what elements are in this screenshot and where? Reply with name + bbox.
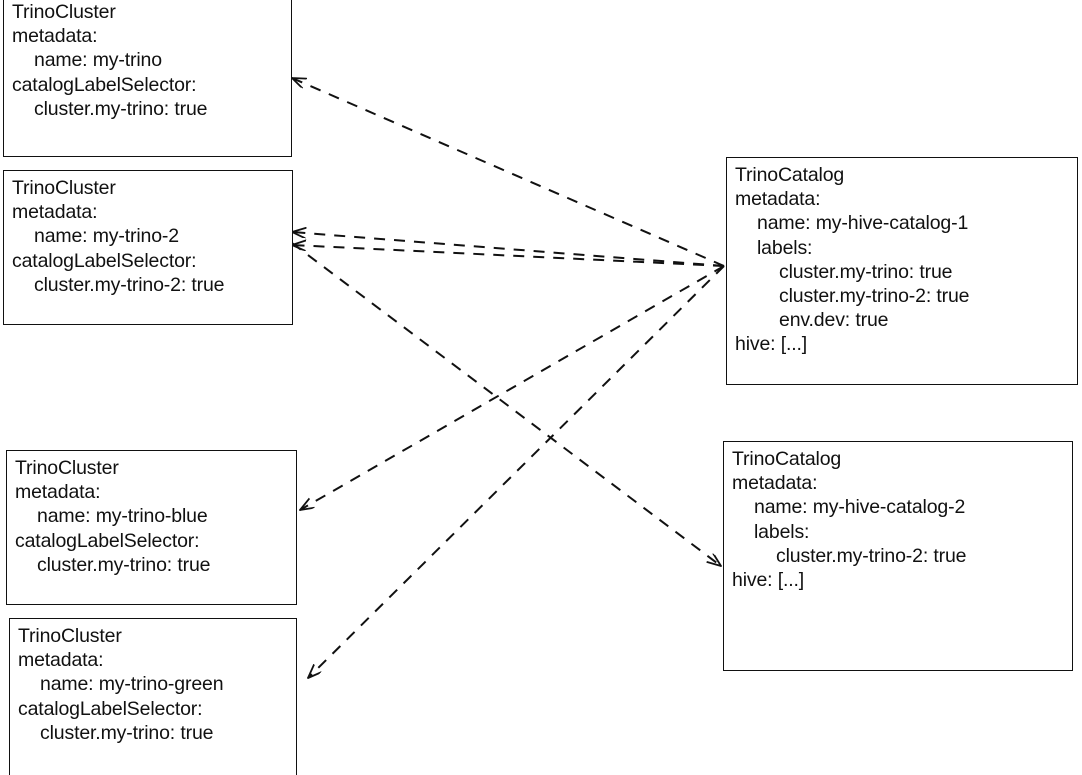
node-cluster-my-trino[interactable]: TrinoCluster metadata: name: my-trino ca… — [3, 0, 292, 157]
node-line: catalogLabelSelector: — [18, 697, 203, 720]
node-line: metadata: — [18, 649, 104, 672]
edge-catalog1-to-cluster-my-trino — [292, 77, 725, 267]
edge-catalog1-to-cluster-my-trino-blue — [300, 265, 725, 510]
node-line: catalogLabelSelector: — [12, 249, 197, 272]
node-line: metadata: — [732, 472, 818, 495]
node-catalog-my-hive-catalog-2[interactable]: TrinoCatalog metadata: name: my-hive-cat… — [723, 441, 1073, 671]
node-line: env.dev: true — [779, 309, 889, 332]
edge-cluster-my-trino-2-to-catalog1 — [292, 245, 725, 267]
node-line: cluster.my-trino: true — [37, 553, 211, 576]
edge-catalog1-to-cluster-my-trino-2 — [292, 232, 725, 267]
node-line: TrinoCatalog — [732, 448, 842, 470]
node-line: labels: — [757, 236, 813, 259]
node-line: cluster.my-trino: true — [779, 260, 953, 283]
node-line: catalogLabelSelector: — [15, 529, 200, 552]
node-line: hive: [...] — [735, 333, 808, 356]
node-line: catalogLabelSelector: — [12, 73, 197, 96]
node-line: TrinoCluster — [12, 177, 116, 199]
node-line: metadata: — [12, 25, 98, 48]
node-line: TrinoCatalog — [735, 164, 845, 186]
node-line: metadata: — [15, 481, 101, 504]
node-line: name: my-trino-2 — [34, 225, 179, 248]
node-cluster-my-trino-blue[interactable]: TrinoCluster metadata: name: my-trino-bl… — [6, 450, 297, 605]
node-line: name: my-hive-catalog-2 — [754, 496, 966, 519]
node-line: name: my-hive-catalog-1 — [757, 212, 969, 235]
node-line: metadata: — [735, 188, 821, 211]
node-line: cluster.my-trino: true — [40, 721, 214, 744]
node-line: name: my-trino-blue — [37, 505, 208, 528]
node-line: cluster.my-trino-2: true — [776, 544, 967, 567]
node-line: labels: — [754, 520, 810, 543]
node-line: cluster.my-trino-2: true — [779, 285, 970, 308]
node-line: hive: [...] — [732, 569, 805, 592]
node-line: TrinoCluster — [18, 625, 122, 647]
edge-cluster-my-trino-2-to-catalog2 — [291, 242, 721, 566]
node-line: cluster.my-trino-2: true — [34, 273, 225, 296]
edge-catalog1-to-cluster-my-trino-green — [308, 265, 725, 678]
node-line: name: my-trino — [34, 49, 162, 72]
node-line: cluster.my-trino: true — [34, 97, 208, 120]
node-cluster-my-trino-2[interactable]: TrinoCluster metadata: name: my-trino-2 … — [3, 170, 293, 325]
node-line: name: my-trino-green — [40, 673, 224, 696]
node-line: TrinoCluster — [15, 457, 119, 479]
node-line: TrinoCluster — [12, 1, 116, 23]
node-cluster-my-trino-green[interactable]: TrinoCluster metadata: name: my-trino-gr… — [9, 618, 297, 775]
node-catalog-my-hive-catalog-1[interactable]: TrinoCatalog metadata: name: my-hive-cat… — [726, 157, 1078, 385]
node-line: metadata: — [12, 201, 98, 224]
